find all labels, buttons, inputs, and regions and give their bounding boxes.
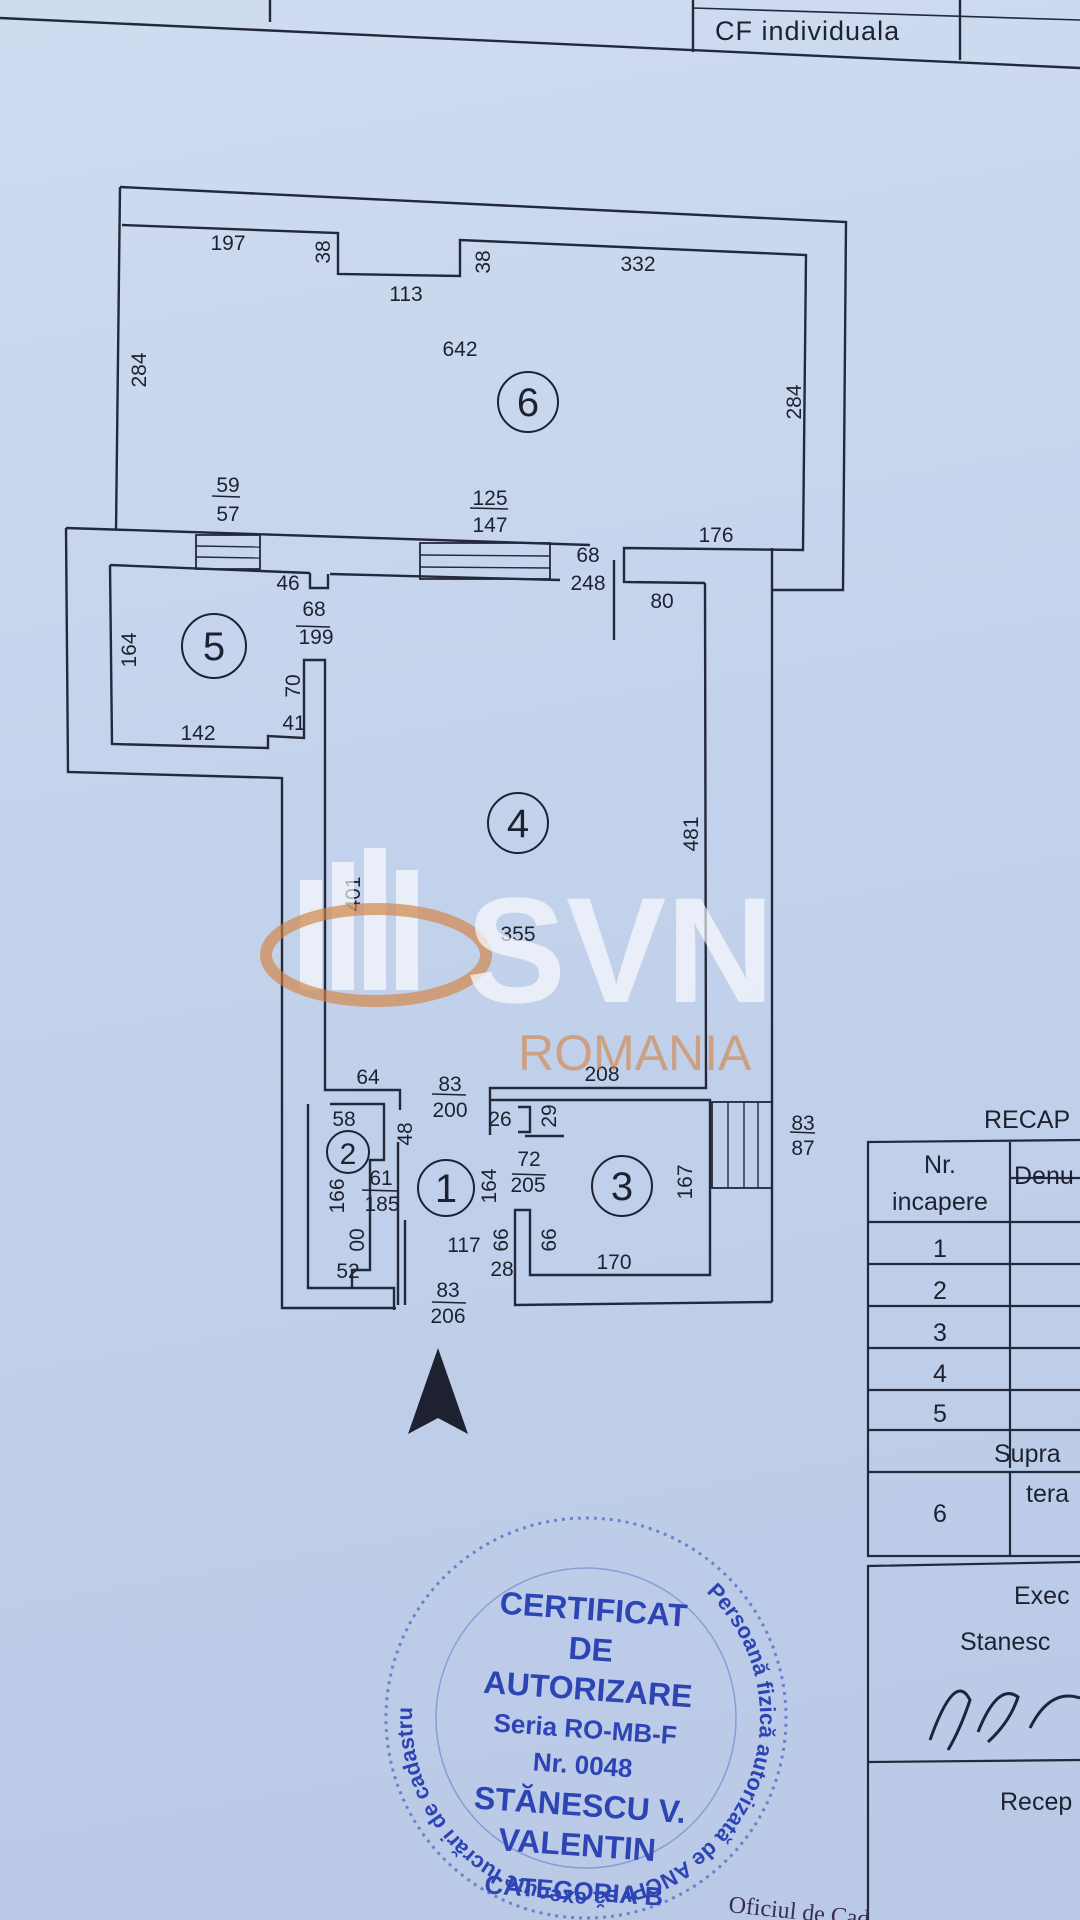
room-4-number: 4: [507, 802, 529, 846]
dim-label: 206: [430, 1305, 465, 1328]
dim-label: 205: [510, 1174, 545, 1197]
recap-header-nr: Nr.: [924, 1151, 956, 1179]
dim-label: 164: [478, 1168, 501, 1203]
dim-label: 117: [447, 1234, 480, 1257]
dim-label: 83: [436, 1279, 459, 1302]
dim-label: 208: [584, 1063, 619, 1086]
dim-label: 83: [791, 1112, 814, 1135]
dim-label: 58: [332, 1108, 355, 1131]
receptie-label: Recep: [1000, 1788, 1072, 1816]
dim-label: 26: [488, 1108, 511, 1131]
recap-row-6-nr: 6: [933, 1500, 947, 1528]
stamp-line: CERTIFICAT: [499, 1585, 689, 1634]
plan-walls: [64, 185, 848, 1310]
dim-label: 00: [346, 1228, 369, 1251]
dim-label: 166: [326, 1178, 349, 1213]
cf-label: CF individuala: [715, 16, 900, 46]
recap-row-nr: 2: [933, 1277, 947, 1305]
executant-label: Exec: [1014, 1582, 1070, 1610]
header-table: CF individuala: [0, 0, 1080, 70]
watermark-brand: SVN: [466, 866, 774, 1034]
room-1-number: 1: [435, 1167, 457, 1211]
north-arrow-icon: [408, 1348, 468, 1434]
room-4-label: 4: [487, 792, 549, 854]
svn-watermark: SVN ROMANIA: [260, 848, 774, 1081]
recap-row-nr: 3: [933, 1319, 947, 1347]
dim-label: 70: [282, 674, 305, 697]
stamp-line: AUTORIZARE: [482, 1664, 693, 1715]
stamp-line: Seria RO-MB-F: [493, 1708, 678, 1751]
dim-label: 170: [596, 1251, 631, 1274]
office-stamp-text: Oficiul de Cad: [727, 1892, 870, 1920]
stamp-line: CATEGORIA B: [484, 1869, 665, 1911]
dim-label: 68: [576, 544, 599, 567]
dim-label: 125: [472, 487, 507, 510]
dim-label: 29: [538, 1104, 561, 1127]
dim-label: 199: [298, 626, 333, 649]
dimension-labels: 197 38 113 38 332 642 284 284 59 57 125 …: [118, 232, 815, 1328]
room-3-label: 3: [591, 1155, 653, 1217]
room-6-label: 6: [497, 371, 559, 433]
recap-row-nr: 1: [933, 1235, 947, 1263]
dim-label: 83: [438, 1073, 461, 1096]
room-2-label: 2: [326, 1130, 370, 1174]
recap-row-6-denumire: tera: [1026, 1480, 1069, 1508]
dim-label: 164: [118, 632, 141, 667]
dim-label: 28: [490, 1258, 513, 1281]
dim-label: 61: [369, 1167, 392, 1190]
dim-label: 113: [389, 283, 422, 306]
dim-label: 284: [783, 384, 806, 419]
dim-label: 642: [442, 338, 477, 361]
room-5-label: 5: [181, 613, 247, 679]
dim-label: 57: [216, 503, 239, 526]
recap-suprafata-label: Supra: [994, 1440, 1061, 1468]
dim-label: 481: [680, 816, 703, 851]
dim-label: 147: [472, 514, 507, 537]
recap-table: RECAP Nr. incapere Denu 1 2 3 4 5 Supra …: [866, 1106, 1080, 1920]
stamp-line: DE: [567, 1630, 614, 1669]
dim-label: 38: [312, 240, 335, 263]
recap-row-nr: 5: [933, 1400, 947, 1428]
dim-label: 68: [302, 598, 325, 621]
watermark-country: ROMANIA: [518, 1025, 752, 1081]
dim-label: 59: [216, 474, 239, 497]
recap-header-denumire: Denu: [1014, 1162, 1074, 1190]
recap-title: RECAP: [984, 1106, 1070, 1134]
dim-label: 200: [432, 1099, 467, 1122]
dim-label: 80: [650, 590, 673, 613]
watermark-swoosh-icon: [260, 903, 492, 1007]
dim-label: 46: [276, 572, 299, 595]
dim-label: 38: [472, 250, 495, 273]
dim-label: 52: [336, 1260, 359, 1283]
recap-header-incapere: incapere: [892, 1188, 988, 1216]
room-6-number: 6: [517, 381, 539, 425]
room-3-number: 3: [611, 1165, 633, 1209]
dim-label: 197: [210, 232, 245, 255]
room-1-label: 1: [417, 1159, 475, 1217]
dim-label: 64: [356, 1066, 380, 1089]
dim-label: 185: [364, 1193, 399, 1216]
dim-label: 66: [490, 1228, 513, 1251]
stamp-line: VALENTIN: [497, 1821, 657, 1868]
dim-label: 355: [500, 923, 535, 946]
dim-label: 248: [570, 572, 605, 595]
executant-name: Stanesc: [960, 1628, 1050, 1656]
stamp-line: Nr. 0048: [532, 1746, 634, 1783]
dim-label: 142: [180, 722, 215, 745]
dim-label: 87: [791, 1137, 814, 1160]
dim-label: 41: [282, 712, 305, 735]
dim-label: 332: [620, 253, 655, 276]
dim-label: 167: [674, 1164, 697, 1199]
room-2-number: 2: [340, 1138, 357, 1171]
dim-label: 72: [517, 1148, 540, 1171]
recap-row-nr: 4: [933, 1360, 947, 1388]
room-5-number: 5: [203, 625, 225, 669]
dim-label: 176: [698, 524, 733, 547]
dim-label: 66: [538, 1228, 561, 1251]
room-labels: 6 5 4 2 1 3: [181, 371, 653, 1217]
signature-icon: [928, 1689, 1080, 1751]
dim-label: 48: [394, 1122, 417, 1145]
dim-label: 284: [128, 352, 151, 387]
